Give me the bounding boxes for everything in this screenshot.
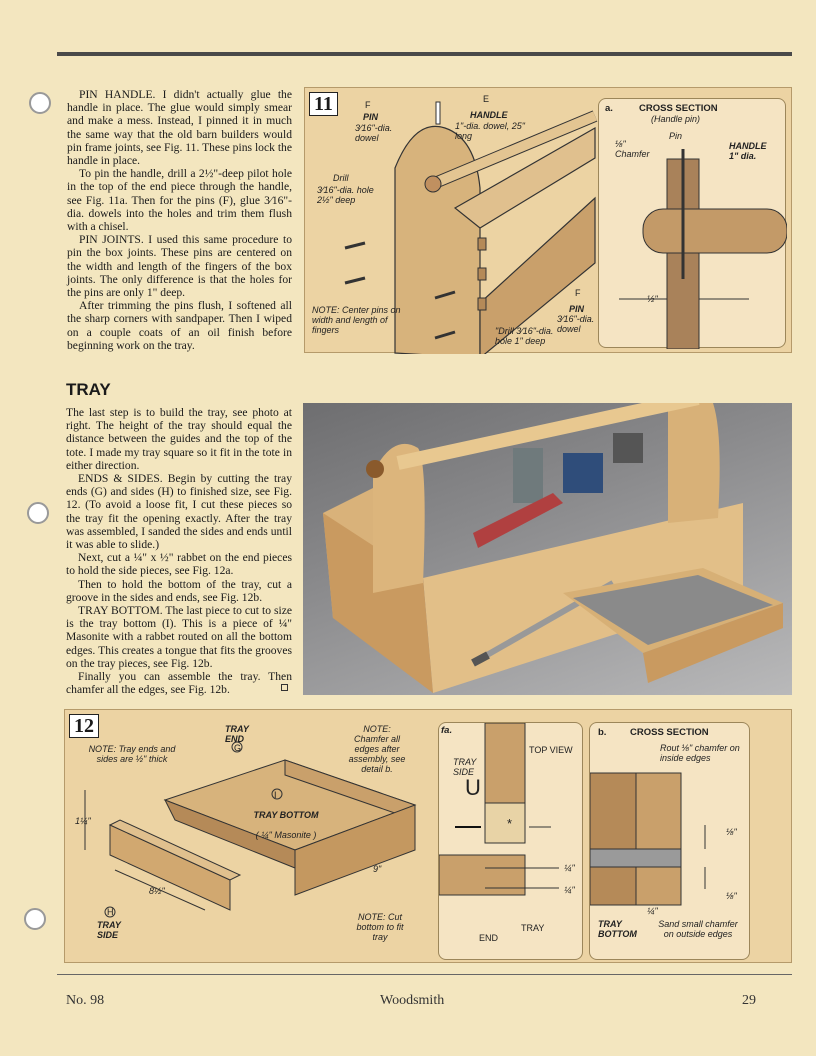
handle-pin-drawing bbox=[619, 149, 787, 349]
tote-illustration bbox=[344, 101, 598, 354]
tote-photo bbox=[303, 403, 792, 695]
rabbet-drawing bbox=[439, 723, 559, 896]
detail-a-handle: HANDLE 1" dia. bbox=[729, 141, 767, 161]
paragraph-tray-bottom: TRAY BOTTOM. The last piece to cut to si… bbox=[66, 604, 292, 670]
detail-a-star: * bbox=[507, 816, 513, 831]
footer-issue: No. 98 bbox=[66, 993, 105, 1008]
pin-letter: F bbox=[365, 100, 371, 110]
drill-label: Drill bbox=[333, 173, 349, 183]
drill-size: 3⁄16"-dia. hole 2½" deep bbox=[317, 185, 374, 205]
detail-b-sand: Sand small chamfer on outside edges bbox=[658, 919, 738, 939]
top-rule bbox=[57, 52, 792, 56]
detail-a-tray: TRAY bbox=[521, 923, 545, 933]
detail-b-rout: Rout ⅛" chamfer on inside edges bbox=[660, 743, 740, 763]
groove-drawing bbox=[590, 772, 706, 906]
detail-b-title: CROSS SECTION bbox=[630, 727, 709, 738]
detail-b-cross-section: b. CROSS SECTION Rout ⅛" chamfer on insi… bbox=[589, 722, 750, 960]
detail-b-dim2: ⅛" bbox=[726, 891, 737, 901]
detail-b-tray-bottom: TRAY BOTTOM bbox=[598, 919, 637, 939]
fig12-note1: NOTE: Tray ends and sides are ½" thick bbox=[88, 744, 176, 764]
side-letter: H bbox=[107, 907, 114, 917]
binder-hole-middle bbox=[27, 502, 49, 524]
binder-hole-top bbox=[29, 92, 51, 114]
detail-a-dim1: ¼" bbox=[564, 863, 575, 873]
bottom-rule bbox=[57, 974, 792, 975]
drill2-label: "Drill 3⁄16"-dia. hole 1" deep bbox=[495, 326, 554, 346]
detail-a-top-view: fa. TOP VIEW TRAY SIDE U * ¼" ¼" TRAY EN… bbox=[438, 722, 583, 960]
detail-a-u: U bbox=[465, 775, 481, 800]
detail-a-top-view-label: TOP VIEW bbox=[529, 745, 573, 755]
detail-b-dim1: ⅛" bbox=[726, 827, 737, 837]
detail-a-end: END bbox=[479, 933, 499, 943]
bottom-size: ( ¼" Masonite ) bbox=[255, 830, 317, 840]
dim-height: 1¼" bbox=[75, 816, 91, 826]
paragraph-tray-intro: The last step is to build the tray, see … bbox=[66, 406, 292, 472]
side-label: TRAY SIDE bbox=[97, 920, 121, 940]
pin-handle-text: PIN HANDLE. I didn't actually glue the h… bbox=[67, 88, 292, 352]
pin-size: 3⁄16"-dia. dowel bbox=[355, 123, 393, 143]
pin-label: PIN bbox=[363, 112, 379, 122]
pin2-label: PIN bbox=[569, 304, 585, 314]
paragraph-ends-sides: ENDS & SIDES. Begin by cutting the tray … bbox=[66, 472, 292, 552]
tray-heading: TRAY bbox=[66, 380, 111, 399]
pin2-letter: F bbox=[575, 288, 581, 298]
handle-letter: E bbox=[483, 94, 490, 104]
detail-a-tray-side: TRAY SIDE bbox=[453, 757, 477, 777]
detail-a-letter: a. bbox=[605, 103, 613, 114]
handle-label: HANDLE bbox=[470, 110, 508, 120]
detail-a-title: CROSS SECTION bbox=[639, 103, 718, 114]
paragraph-finish: After trimming the pins flush, I softene… bbox=[67, 299, 292, 352]
end-mark bbox=[281, 684, 288, 691]
detail-a-dim: ½" bbox=[647, 294, 658, 304]
footer-magazine: Woodsmith bbox=[380, 993, 445, 1008]
paragraph-pin-handle: PIN HANDLE. I didn't actually glue the h… bbox=[67, 88, 292, 168]
figure-number: 11 bbox=[309, 92, 338, 116]
paragraph-groove: Then to hold the bottom of the tray, cut… bbox=[66, 577, 292, 604]
pin-note: NOTE: Center pins on width and length of… bbox=[312, 305, 401, 335]
handle-size: 1"-dia. dowel, 25" long bbox=[455, 121, 525, 141]
figure-12: 12 NOTE: Tray ends and sides are ½" thic… bbox=[64, 709, 792, 963]
binder-hole-bottom bbox=[24, 908, 46, 930]
tray-end-label: TRAY END bbox=[225, 724, 249, 744]
paragraph-rabbet: Next, cut a ¼" x ½" rabbet on the end pi… bbox=[66, 551, 292, 578]
fig12-note2: NOTE: Chamfer all edges after assembly, … bbox=[348, 724, 406, 774]
tray-text: The last step is to build the tray, see … bbox=[66, 406, 292, 696]
figure-11: 11 F PIN 3⁄16"-dia. dowel E HA bbox=[304, 87, 792, 354]
dim-width: 9" bbox=[373, 864, 382, 874]
detail-b-dim3: ¼" bbox=[647, 906, 658, 916]
paragraph-pin-handle-2: To pin the handle, drill a 2½"-deep pilo… bbox=[67, 167, 292, 234]
paragraph-assemble: Finally you can assemble the tray. Then … bbox=[66, 670, 292, 697]
paragraph-pin-joints: PIN JOINTS. I used this same procedure t… bbox=[67, 233, 292, 300]
detail-a-cross-section: a. CROSS SECTION (Handle pin) Pin ⅛" Cha… bbox=[598, 98, 787, 349]
fig12-note3: NOTE: Cut bottom to fit tray bbox=[356, 912, 404, 942]
detail-a-letter: fa. bbox=[441, 725, 453, 736]
dim-length: 8½" bbox=[149, 886, 165, 896]
detail-a-dim2: ¼" bbox=[564, 885, 575, 895]
pin2-size: 3⁄16"-dia. dowel bbox=[557, 314, 595, 334]
detail-a-pin: Pin bbox=[669, 131, 683, 141]
bottom-letter: I bbox=[274, 790, 277, 800]
bottom-label: TRAY BOTTOM bbox=[253, 810, 319, 820]
tote-photo-drawing bbox=[323, 403, 783, 693]
detail-a-chamfer: ⅛" Chamfer bbox=[615, 139, 650, 159]
tray-end-letter: G bbox=[234, 743, 242, 753]
figure-number: 12 bbox=[69, 714, 99, 738]
footer-page-number: 29 bbox=[742, 993, 756, 1008]
detail-b-letter: b. bbox=[598, 727, 607, 738]
detail-a-subtitle: (Handle pin) bbox=[651, 114, 701, 124]
tray-exploded-drawing bbox=[84, 741, 417, 918]
